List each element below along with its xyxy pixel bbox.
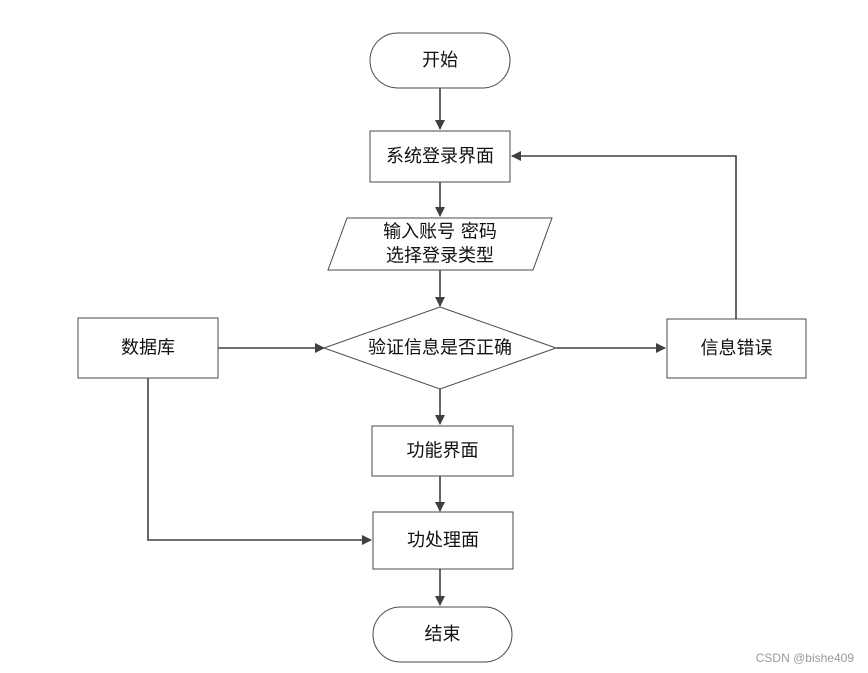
node-input-line1: 输入账号 密码: [383, 222, 497, 243]
edges: [147, 88, 737, 606]
node-error: 信息错误: [666, 318, 807, 379]
node-database: 数据库: [77, 317, 219, 379]
node-verify-label: 验证信息是否正确: [368, 338, 512, 359]
node-end-label: 结束: [425, 624, 461, 645]
node-function-page-label: 功能界面: [407, 441, 479, 462]
node-process-page-label: 功处理面: [407, 530, 479, 551]
node-error-label: 信息错误: [701, 338, 773, 359]
node-start-label: 开始: [422, 50, 458, 71]
node-start: 开始: [369, 32, 511, 89]
node-input: 输入账号 密码 选择登录类型: [327, 217, 553, 271]
node-database-label: 数据库: [121, 338, 175, 359]
node-login-page: 系统登录界面: [369, 130, 511, 183]
node-login-page-label: 系统登录界面: [386, 146, 494, 167]
node-function-page: 功能界面: [371, 425, 514, 477]
node-verify: 验证信息是否正确: [322, 306, 558, 390]
node-process-page: 功处理面: [372, 511, 514, 570]
node-input-line2: 选择登录类型: [386, 246, 494, 267]
node-end: 结束: [372, 606, 513, 663]
edge-error-to-login: [511, 151, 737, 319]
watermark: CSDN @bishe409: [755, 651, 854, 665]
edge-database-to-process: [147, 378, 372, 545]
